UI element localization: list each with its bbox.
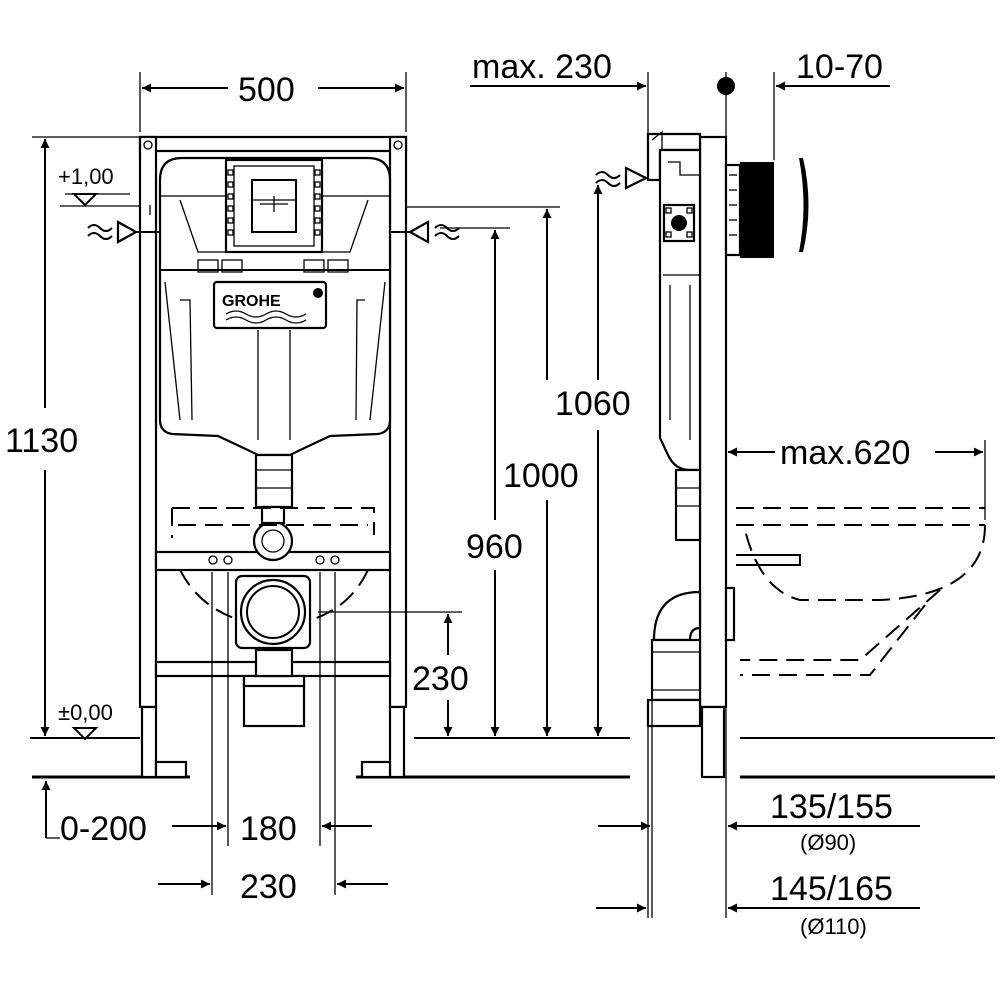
dim-230-spacing-label: 230: [240, 868, 297, 906]
level-markers: +1,00 ±0,00: [58, 164, 140, 741]
dim-1130: 1130: [5, 136, 140, 736]
side-frame: [595, 130, 809, 779]
bowl-outline-front: [171, 507, 375, 621]
pipe-90-label: (Ø90): [800, 830, 856, 855]
dim-180-label: 180: [240, 810, 297, 848]
dim-500-label: 500: [238, 71, 295, 109]
dim-side-bottom: 135/155 (Ø90) 145/165 (Ø110): [596, 700, 920, 939]
dim-10-70-label: 10-70: [796, 48, 883, 86]
brand-logo: GROHE: [222, 293, 281, 310]
level-top-label: +1,00: [58, 164, 114, 189]
dim-1000-label: 1000: [503, 457, 579, 495]
dim-135-155-label: 135/155: [770, 788, 893, 826]
level-floor-label: ±0,00: [58, 700, 113, 725]
dim-145-165-label: 145/165: [770, 870, 893, 908]
dim-1060-label: 1060: [555, 385, 631, 423]
dim-max-230-label: max. 230: [472, 48, 612, 86]
bowl-outline-side: [736, 507, 986, 676]
water-inlets-front: [87, 205, 460, 244]
dim-side-top: max. 230 10-70: [470, 48, 890, 160]
dim-max-620-label: max.620: [780, 434, 910, 472]
dim-max-620: max.620: [728, 434, 986, 520]
dim-bottom: 0-200 180 230: [41, 572, 388, 906]
dim-1130-label: 1130: [5, 422, 78, 460]
vent-dots-left: [227, 169, 321, 236]
dim-500: 500: [139, 71, 407, 132]
dim-heights: 1000 960 230: [318, 206, 579, 736]
dim-230-height-label: 230: [412, 660, 469, 698]
dim-960-label: 960: [466, 528, 523, 566]
cistern-front: GROHE: [158, 156, 392, 562]
pipe-110-label: (Ø110): [800, 914, 867, 939]
dim-0-200-label: 0-200: [60, 810, 147, 848]
dim-1060: 1060: [555, 185, 631, 736]
drain-front: [208, 555, 340, 728]
logo-dot-icon: [313, 288, 323, 298]
